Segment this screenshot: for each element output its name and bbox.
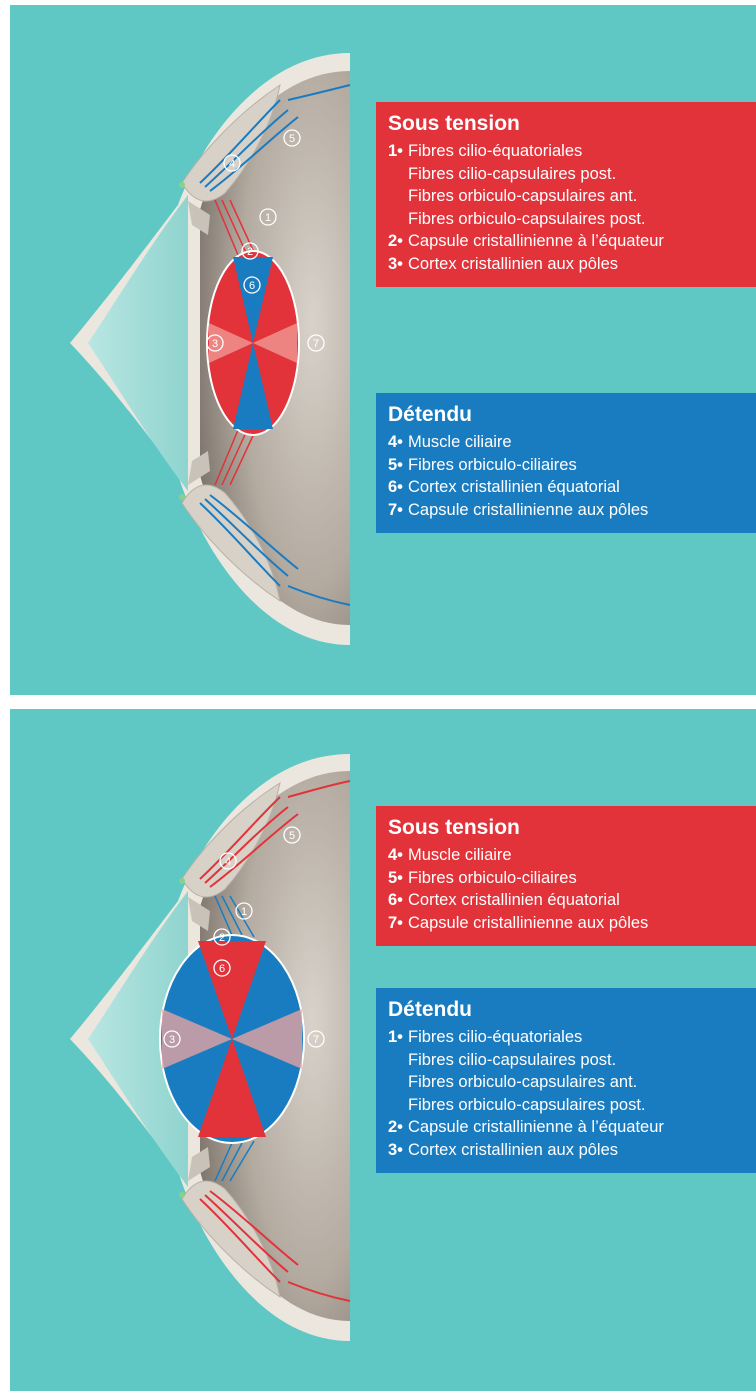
legend-item-cont: Fibres orbiculo-capsulaires post. [388,208,756,231]
legend-title: Détendu [388,402,756,428]
legend-item-cont: Fibres orbiculo-capsulaires post. [388,1094,756,1117]
scleral-spur-top [179,182,185,188]
legend-tension-top: Sous tension 1•Fibres cilio-équatoriales… [376,102,756,287]
eye-diagram-top: 5 4 1 2 6 3 7 [10,5,370,695]
svg-text:4: 4 [225,856,231,868]
legend-item: 7•Capsule cristallinienne aux pôles [388,912,756,935]
legend-item-cont: Fibres orbiculo-capsulaires ant. [388,1071,756,1094]
eye-diagram-bottom: 5 4 1 2 6 3 7 [10,709,370,1391]
svg-text:7: 7 [313,1034,319,1046]
svg-text:6: 6 [219,963,225,975]
lens-top [207,251,299,435]
legend-item: 1•Fibres cilio-équatoriales [388,1026,756,1049]
legend-title: Sous tension [388,111,756,137]
legend-item: 6•Cortex cristallinien équatorial [388,476,756,499]
svg-text:6: 6 [249,280,255,292]
lens-bottom [160,935,304,1143]
svg-text:2: 2 [247,246,253,258]
legend-title: Sous tension [388,815,756,841]
scleral-spur-bottom [179,494,185,500]
anterior-chamber [88,195,188,491]
legend-item-cont: Fibres cilio-capsulaires post. [388,1049,756,1072]
panel-accommodation-far: 5 4 1 2 6 3 7 Sous tension 1•Fibres cili… [10,5,756,695]
scleral-spur-bottom [179,1192,185,1198]
svg-text:3: 3 [169,1034,175,1046]
legend-relaxed-top: Détendu 4•Muscle ciliaire 5•Fibres orbic… [376,393,756,533]
svg-text:5: 5 [289,133,295,145]
legend-item: 2•Capsule cristallinienne à l’équateur [388,230,756,253]
legend-item: 2•Capsule cristallinienne à l’équateur [388,1116,756,1139]
scleral-spur-top [179,878,185,884]
legend-item: 6•Cortex cristallinien équatorial [388,889,756,912]
legend-item: 1•Fibres cilio-équatoriales [388,140,756,163]
legend-item: 5•Fibres orbiculo-ciliaires [388,867,756,890]
legend-item: 4•Muscle ciliaire [388,431,756,454]
legend-item: 3•Cortex cristallinien aux pôles [388,1139,756,1162]
legend-title: Détendu [388,997,756,1023]
legend-item: 7•Capsule cristallinienne aux pôles [388,499,756,522]
svg-text:4: 4 [229,158,235,170]
legend-item-cont: Fibres orbiculo-capsulaires ant. [388,185,756,208]
panel-accommodation-near: 5 4 1 2 6 3 7 Sous tension 4•Muscle cili… [10,709,756,1391]
legend-item: 3•Cortex cristallinien aux pôles [388,253,756,276]
legend-item-cont: Fibres cilio-capsulaires post. [388,163,756,186]
svg-text:3: 3 [212,338,218,350]
svg-text:5: 5 [289,830,295,842]
svg-text:7: 7 [313,338,319,350]
svg-text:2: 2 [219,932,225,944]
legend-tension-bottom: Sous tension 4•Muscle ciliaire 5•Fibres … [376,806,756,946]
legend-item: 5•Fibres orbiculo-ciliaires [388,454,756,477]
legend-relaxed-bottom: Détendu 1•Fibres cilio-équatoriales Fibr… [376,988,756,1173]
svg-text:1: 1 [241,906,247,918]
svg-text:1: 1 [265,212,271,224]
legend-item: 4•Muscle ciliaire [388,844,756,867]
